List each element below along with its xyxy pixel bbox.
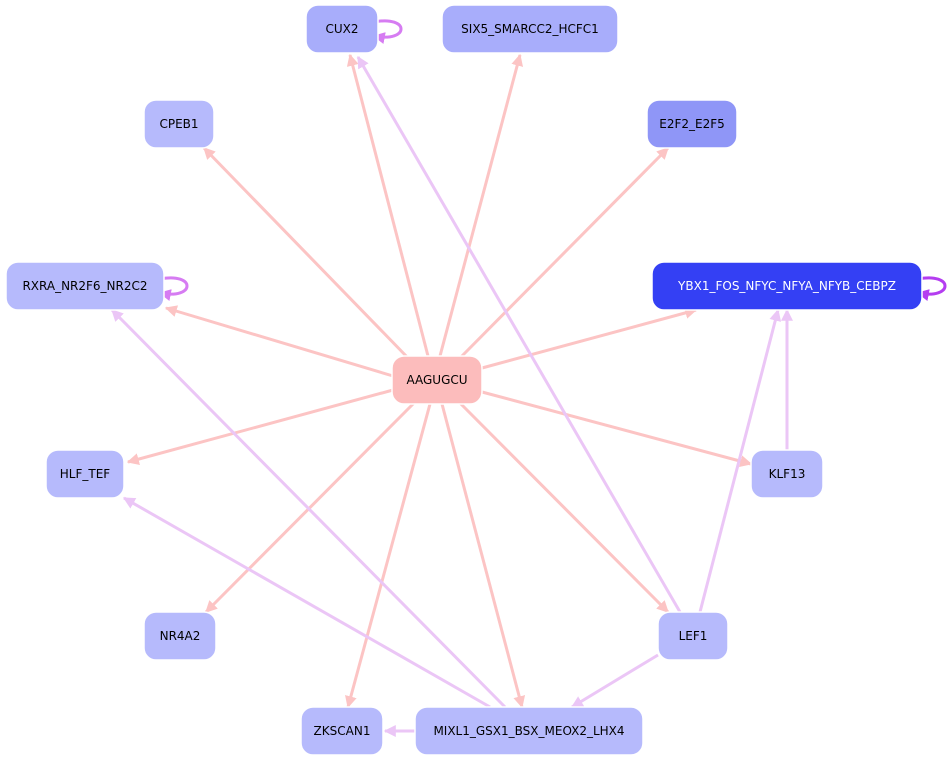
edge-hub-to-lef1: [458, 401, 670, 614]
edge-hub-to-hlf: [126, 388, 394, 465]
node-hlf[interactable]: HLF_TEF: [45, 449, 125, 499]
node-rxra[interactable]: RXRA_NR2F6_NR2C2: [5, 261, 165, 311]
node-ybx1[interactable]: YBX1_FOS_NFYC_NFYA_NFYB_CEBPZ: [651, 261, 923, 311]
edge-hub-to-cpeb1: [202, 146, 412, 362]
node-cpeb1[interactable]: CPEB1: [143, 99, 215, 149]
self-loop-rxra: [158, 276, 189, 301]
edge-mixl1-to-rxra: [110, 308, 507, 709]
self-loops-layer: [158, 19, 947, 301]
node-box-e2f2[interactable]: [646, 99, 738, 149]
node-zkscan1[interactable]: ZKSCAN1: [300, 706, 384, 756]
node-box-nr4a2[interactable]: [143, 611, 217, 661]
node-label-ybx1: YBX1_FOS_NFYC_NFYA_NFYB_CEBPZ: [677, 279, 896, 293]
edge-hub-to-rxra: [164, 305, 394, 378]
node-label-zkscan1: ZKSCAN1: [314, 724, 371, 738]
node-e2f2[interactable]: E2F2_E2F5: [646, 99, 738, 149]
node-box-lef1[interactable]: [657, 611, 729, 661]
edges-layer: [110, 53, 793, 737]
edge-hub-to-klf13: [481, 390, 753, 468]
node-nr4a2[interactable]: NR4A2: [143, 611, 217, 661]
node-six5[interactable]: SIX5_SMARCC2_HCFC1: [441, 4, 619, 54]
edge-hub-to-zkscan1: [345, 403, 432, 709]
node-box-cux2[interactable]: [305, 4, 379, 54]
node-label-six5: SIX5_SMARCC2_HCFC1: [461, 22, 599, 36]
node-label-mixl1: MIXL1_GSX1_BSX_MEOX2_LHX4: [433, 724, 624, 738]
edge-lef1-to-mixl1: [570, 653, 659, 709]
node-box-klf13[interactable]: [750, 449, 824, 499]
node-box-mixl1[interactable]: [414, 706, 644, 756]
edge-hub-to-six5: [438, 53, 524, 357]
self-loop-cux2: [372, 19, 403, 44]
node-box-hub[interactable]: [391, 355, 483, 405]
node-label-e2f2: E2F2_E2F5: [659, 117, 725, 131]
node-label-lef1: LEF1: [679, 629, 708, 643]
edge-lef1-to-cux2: [356, 55, 682, 613]
edge-hub-to-cux2: [346, 53, 430, 357]
edge-mixl1-to-hlf: [122, 496, 491, 709]
node-klf13[interactable]: KLF13: [750, 449, 824, 499]
node-label-klf13: KLF13: [769, 467, 806, 481]
node-label-cux2: CUX2: [325, 22, 358, 36]
edge-hub-to-nr4a2: [204, 401, 416, 614]
node-box-rxra[interactable]: [5, 261, 165, 311]
self-loop-ybx1: [916, 276, 947, 301]
node-cux2[interactable]: CUX2: [305, 4, 379, 54]
edge-hub-to-ybx1: [481, 307, 698, 370]
edge-lef1-to-ybx1: [698, 308, 782, 613]
node-lef1[interactable]: LEF1: [657, 611, 729, 661]
node-label-nr4a2: NR4A2: [160, 629, 201, 643]
node-box-six5[interactable]: [441, 4, 619, 54]
node-hub[interactable]: AAGUGCU: [391, 355, 483, 405]
node-label-cpeb1: CPEB1: [159, 117, 198, 131]
node-box-ybx1[interactable]: [651, 261, 923, 311]
node-mixl1[interactable]: MIXL1_GSX1_BSX_MEOX2_LHX4: [414, 706, 644, 756]
node-box-zkscan1[interactable]: [300, 706, 384, 756]
node-label-hub: AAGUGCU: [406, 373, 467, 387]
edge-hub-to-e2f2: [458, 146, 670, 360]
node-box-hlf[interactable]: [45, 449, 125, 499]
node-box-cpeb1[interactable]: [143, 99, 215, 149]
edge-hub-to-mixl1: [440, 403, 526, 709]
node-label-hlf: HLF_TEF: [60, 467, 111, 481]
node-label-rxra: RXRA_NR2F6_NR2C2: [22, 279, 147, 293]
